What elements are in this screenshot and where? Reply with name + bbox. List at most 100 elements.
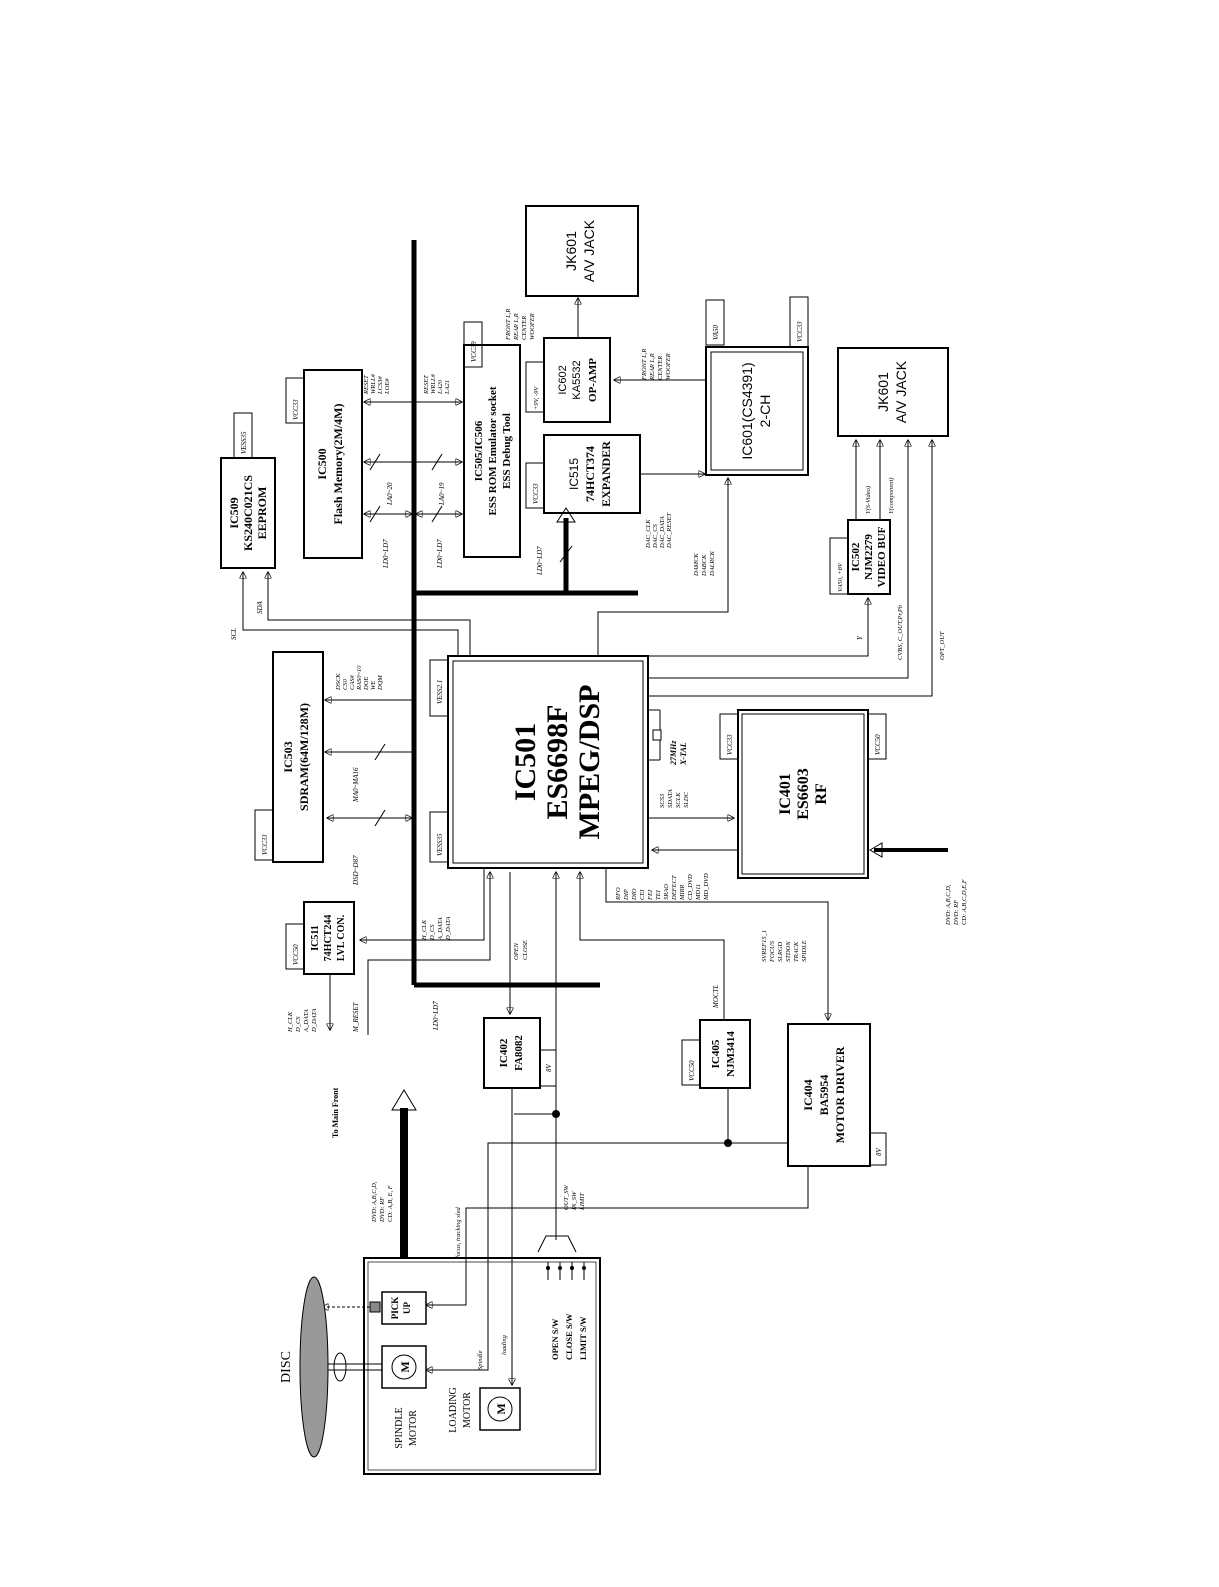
svg-text:DAMCK: DAMCK [693,553,700,577]
open-close-labels: OPEN CLOSE [513,940,529,960]
flash-data-label: LD0~LD7 [382,539,390,569]
svg-text:DAC_DATA: DAC_DATA [659,516,666,549]
spindle-motor-block: M SPINDLE MOTOR [381,1345,427,1449]
loading-motor-m: M [494,1403,508,1414]
bus-slash [559,545,573,563]
scl-line [243,572,459,656]
svg-text:TRACK: TRACK [793,941,800,962]
svg-text:CS0: CS0 [342,678,349,690]
xtal-label: X-TAL [679,742,688,766]
lvl-labels: H_CLK D_CS A_DATA D_DATA [421,917,452,942]
ic405-pin: VCC50 [688,1060,696,1081]
spindle-label-2: MOTOR [408,1410,419,1446]
expander-data-label: LD0~LD7 [536,546,544,576]
ic509-function: EEPROM [255,487,269,540]
svg-text:DOE: DOE [363,677,370,691]
ic511-part: 74HCT244 [323,915,334,962]
svg-text:CENTER: CENTER [657,356,664,380]
ic509-pin: VESS35 [240,431,248,454]
dam-clock-line [597,478,728,656]
svg-text:OPEN: OPEN [513,942,520,960]
cvbs-line [648,440,908,679]
opt-label: OPT_OUT [939,631,946,660]
bus-slash [431,453,443,471]
ic502-part: NJM2279 [863,534,875,580]
ic602-pin: +9V, -9V [533,386,540,410]
svg-text:DQM: DQM [377,675,384,691]
ic515-pin: VCC33 [532,483,540,504]
svg-text:WRLL#: WRLL# [430,373,437,394]
ic404-function: MOTOR DRIVER [833,1046,847,1143]
servo-line [605,868,828,1020]
ic602-name: IC602 [557,365,569,394]
svg-text:DVD: RF: DVD: RF [379,1196,386,1223]
svg-text:REAR L,R: REAR L,R [513,313,520,341]
ic502-name: IC502 [850,542,862,571]
spindle-label-1: SPINDLE [394,1407,405,1448]
jk601a-name: JK601 [563,231,579,271]
ic402-name: IC402 [498,1038,510,1067]
ic503-block: IC503 SDRAM(64M/128M) VCC33 [254,651,324,863]
svg-text:LA21: LA21 [444,380,451,395]
ic502-block: IC502 NJM2279 VIDEO BUF VA50, +8V [829,519,891,595]
ic501-function: MPEG/DSP [573,685,606,840]
opt-out-line [648,440,932,697]
to-main-front-arrowhead [391,1089,417,1111]
y-video-line [648,598,868,657]
rf-input-labels: DVD: A,B,C,D, DVD: RF CD: A,B,C,D,E,F [945,878,968,926]
ic404-part: BA5954 [817,1075,831,1116]
loading-motor-block: M LOADING MOTOR [448,1387,521,1433]
ic503-part: SDRAM(64M/128M) [297,703,311,811]
ic509-name: IC509 [227,497,241,528]
svg-text:D_CS: D_CS [429,924,436,941]
svg-text:OPEN S/W: OPEN S/W [550,1318,560,1360]
ic505-function: ESS Debug Tool [501,413,513,489]
ic503-name: IC503 [281,741,295,772]
scl-label: SCL [230,628,238,640]
ic601-block: IC601(CS4391) 2-CH VA50 VCC33 [705,296,809,476]
moctl-label: MOCTL [712,985,720,1009]
svg-text:CD: A,B, E, F: CD: A,B, E, F [387,1184,394,1222]
svg-text:FEI: FEI [647,889,654,901]
jk601b-name: JK601 [875,372,891,412]
svg-text:A_DATA: A_DATA [303,1009,310,1033]
svg-text:CEI: CEI [639,889,646,900]
pickup-label-2: UP [402,1302,412,1314]
pickup-block: PICK UP [369,1291,427,1325]
ic405-block: IC405 NJM3414 VCC50 [681,1019,751,1089]
dam-labels: DAMCK DABCK DALRCK [693,550,716,577]
ic601-name: IC601(CS4391) [739,362,755,459]
svg-text:CLOSE: CLOSE [522,940,529,960]
ic505-block: IC505/IC506 ESS ROM Emulator socket ESS … [463,321,521,558]
dsp-to-lvl [360,868,485,940]
bus-slash [431,505,443,523]
svg-text:CLOSE S/W: CLOSE S/W [564,1313,574,1360]
sw-connector [537,1235,585,1280]
ic511-pin: VCC50 [292,944,300,965]
ic515-block: IC515 74HCT374 EXPANDER VCC33 [525,434,641,514]
disc-label: DISC [279,1351,294,1383]
svg-text:LCS3#: LCS3# [377,376,384,395]
ic505-part: ESS ROM Emulator socket [487,386,499,515]
sda-line [268,572,471,656]
ic501-block: IC501 ES6698F MPEG/DSP VESS2.1 VESS35 [429,655,649,869]
to-main-front-label: To Main Front [331,1087,340,1138]
ic505-name: IC505/IC506 [473,420,485,481]
svg-text:DVD: A,B,C,D,: DVD: A,B,C,D, [371,1181,378,1223]
svg-text:A_DATA: A_DATA [437,917,444,941]
svg-text:MD_DVD: MD_DVD [703,873,710,901]
ic602-part: KA5532 [571,360,583,399]
svg-text:DAC_CLK: DAC_CLK [645,519,652,549]
loading-label-1: LOADING [448,1387,459,1433]
svg-text:D_DATA: D_DATA [311,1009,318,1034]
svg-text:D_CS: D_CS [295,1016,302,1033]
svg-text:RFO: RFO [615,887,622,901]
ic404-name: IC404 [801,1079,815,1110]
ld-bottom-label: LD0~LD7 [432,1001,440,1031]
ic401-pin2: VCC50 [874,734,882,755]
ysvideo-label: Y(S-Video) [865,486,872,514]
expander-arrowhead [556,507,576,523]
spindle-signal-label: Spindle [477,1350,484,1370]
pickup-label-1: PICK [390,1297,400,1320]
sda-label: SDA [256,600,264,614]
